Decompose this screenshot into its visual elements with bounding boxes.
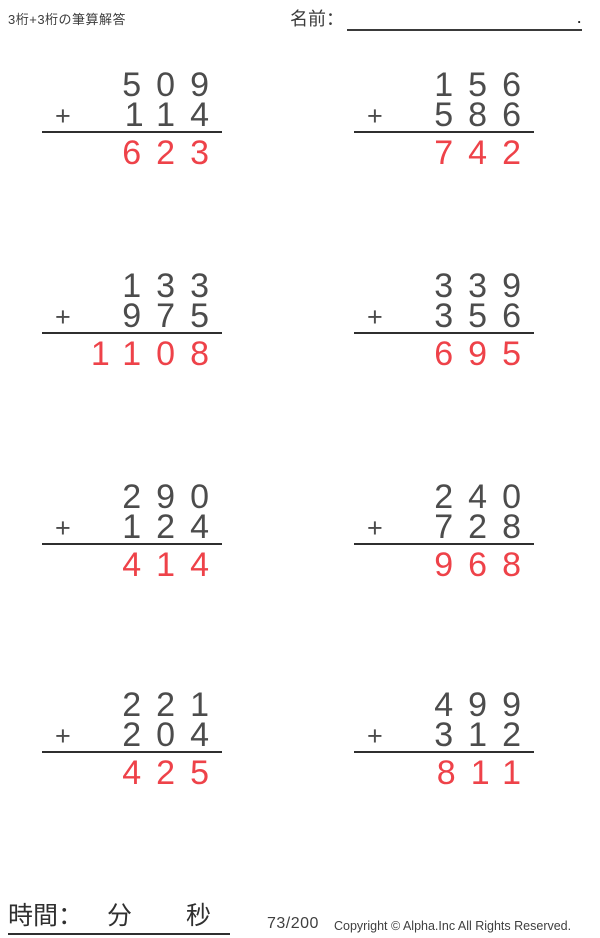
time-label: 時間： [8, 902, 84, 930]
addend-bottom-row: 356 [354, 297, 536, 335]
addend-bottom-row: 124 [42, 508, 224, 546]
sum-rule-line [354, 332, 534, 334]
problem-block-4: 339 + 356 695 [354, 267, 536, 373]
plus-operator: + [367, 721, 383, 751]
answer-digits: 811 [436, 754, 536, 792]
addend-top-digits: 339 [434, 267, 536, 305]
answer-row: 425 [42, 754, 224, 792]
addend-top-row: 133 [42, 267, 224, 305]
time-field: 時間： 分 秒 [8, 901, 230, 935]
sum-rule-line [42, 543, 222, 545]
answer-row: 414 [42, 546, 224, 584]
problem-block-1: 509 + 114 623 [42, 66, 224, 172]
name-underline: . [347, 9, 582, 31]
addend-bottom-digits: 124 [122, 508, 224, 546]
sum-rule-line [354, 131, 534, 133]
answer-row: 742 [354, 134, 536, 172]
addend-bottom-row: 312 [354, 716, 536, 754]
addend-bottom-digits: 728 [434, 508, 536, 546]
addend-top-digits: 290 [122, 478, 224, 516]
addend-top-row: 221 [42, 686, 224, 724]
plus-operator: + [367, 513, 383, 543]
addend-bottom-digits: 975 [122, 297, 224, 335]
addend-bottom-digits: 114 [124, 96, 224, 134]
addend-top-digits: 240 [434, 478, 536, 516]
answer-digits: 425 [122, 754, 224, 792]
sum-rule-line [42, 332, 222, 334]
addend-top-row: 499 [354, 686, 536, 724]
plus-operator: + [55, 101, 71, 131]
minutes-label: 分 [107, 902, 133, 930]
answer-digits: 968 [434, 546, 536, 584]
page-number: 73/200 [267, 915, 319, 932]
problem-block-5: 290 + 124 414 [42, 478, 224, 584]
name-label: 名前： [290, 9, 344, 29]
answer-digits: 742 [434, 134, 536, 172]
addend-top-row: 509 [42, 66, 224, 104]
sum-rule-line [42, 751, 222, 753]
addend-top-row: 290 [42, 478, 224, 516]
seconds-label: 秒 [186, 902, 212, 930]
addend-bottom-row: 586 [354, 96, 536, 134]
problem-block-8: 499 + 312 811 [354, 686, 536, 792]
addend-bottom-row: 114 [42, 96, 224, 134]
answer-digits: 623 [122, 134, 224, 172]
addend-top-row: 156 [354, 66, 536, 104]
plus-operator: + [367, 302, 383, 332]
addend-top-row: 339 [354, 267, 536, 305]
addend-bottom-digits: 312 [434, 716, 536, 754]
plus-operator: + [55, 721, 71, 751]
answer-row: 1108 [42, 335, 224, 373]
problem-block-6: 240 + 728 968 [354, 478, 536, 584]
answer-row: 968 [354, 546, 536, 584]
problem-block-7: 221 + 204 425 [42, 686, 224, 792]
addend-top-row: 240 [354, 478, 536, 516]
worksheet-title: 3桁+3桁の筆算解答 [8, 12, 127, 27]
copyright-text: Copyright © Alpha.Inc All Rights Reserve… [334, 919, 572, 933]
addend-bottom-row: 204 [42, 716, 224, 754]
sum-rule-line [42, 131, 222, 133]
plus-operator: + [55, 302, 71, 332]
answer-digits: 1108 [90, 335, 224, 373]
answer-digits: 695 [434, 335, 536, 373]
addend-bottom-row: 728 [354, 508, 536, 546]
answer-row: 811 [354, 754, 536, 792]
answer-digits: 414 [122, 546, 224, 584]
addend-bottom-row: 975 [42, 297, 224, 335]
plus-operator: + [367, 101, 383, 131]
answer-row: 623 [42, 134, 224, 172]
plus-operator: + [55, 513, 71, 543]
name-field: 名前： . [290, 5, 582, 31]
problem-block-2: 156 + 586 742 [354, 66, 536, 172]
sum-rule-line [354, 751, 534, 753]
addend-top-digits: 133 [122, 267, 224, 305]
addend-top-digits: 221 [122, 686, 224, 724]
sum-rule-line [354, 543, 534, 545]
addend-top-digits: 499 [434, 686, 536, 724]
addend-top-digits: 156 [434, 66, 536, 104]
answer-row: 695 [354, 335, 536, 373]
problem-block-3: 133 + 975 1108 [42, 267, 224, 373]
addend-bottom-digits: 356 [434, 297, 536, 335]
addend-top-digits: 509 [122, 66, 224, 104]
addend-bottom-digits: 586 [434, 96, 536, 134]
addend-bottom-digits: 204 [122, 716, 224, 754]
